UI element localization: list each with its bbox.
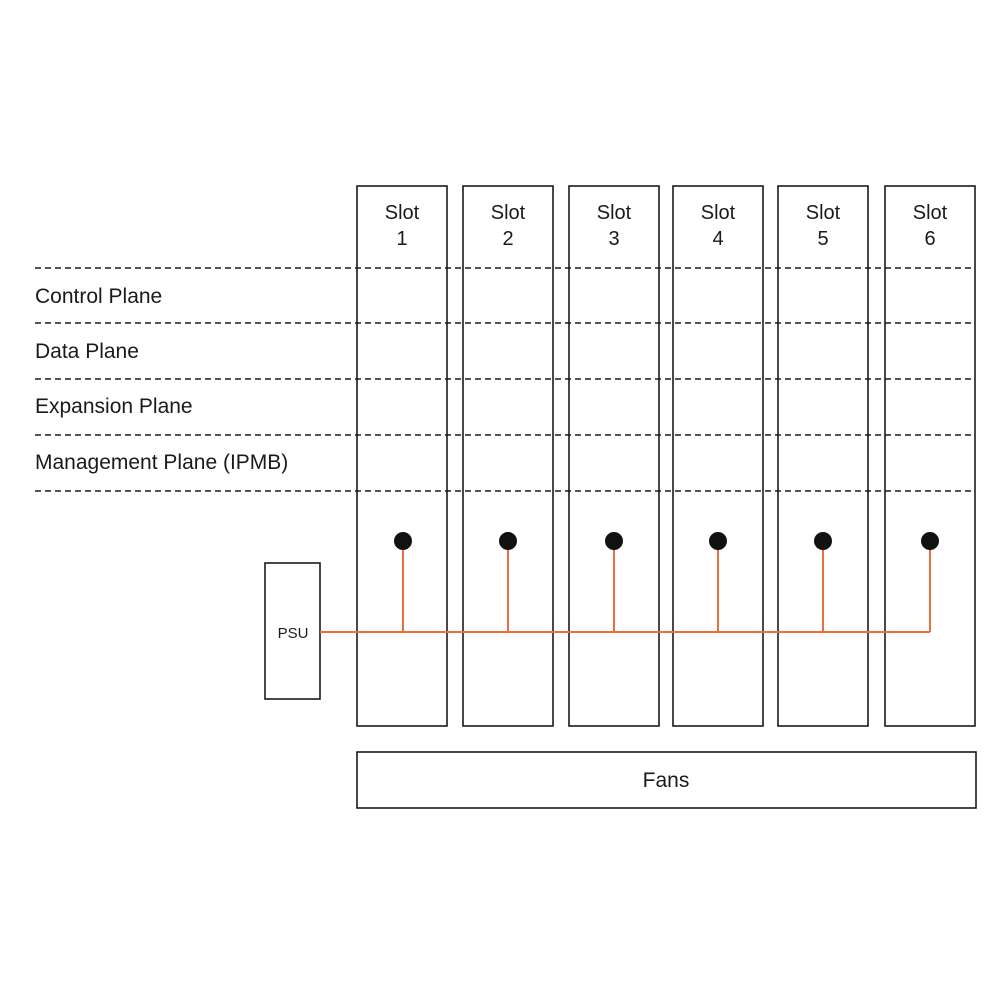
slot-4: Slot 4 — [672, 185, 764, 727]
psu-label: PSU — [278, 625, 309, 642]
slot-box — [777, 185, 869, 727]
power-bus — [320, 532, 939, 633]
power-connector-dot — [921, 532, 939, 550]
slot-word-label: Slot — [491, 202, 526, 224]
fans-label: Fans — [643, 769, 690, 792]
slot-number-label: 2 — [502, 228, 513, 250]
slot-number-label: 5 — [817, 228, 828, 250]
power-connector-dot — [814, 532, 832, 550]
slot-5: Slot 5 — [777, 185, 869, 727]
fans: Fans — [356, 751, 977, 809]
slot-1: Slot 1 — [356, 185, 448, 727]
power-connector-dot — [394, 532, 412, 550]
slot-number-label: 1 — [396, 228, 407, 250]
slot-word-label: Slot — [385, 202, 420, 224]
slot-number-label: 4 — [712, 228, 723, 250]
psu: PSU — [264, 562, 321, 700]
power-connector-dot — [499, 532, 517, 550]
slot-box — [884, 185, 976, 727]
power-connector-dot — [605, 532, 623, 550]
slot-6: Slot 6 — [884, 185, 976, 727]
psu-box — [264, 562, 321, 700]
slot-number-label: 6 — [924, 228, 935, 250]
slot-2: Slot 2 — [462, 185, 554, 727]
slot-word-label: Slot — [806, 202, 841, 224]
control-plane-label: Control Plane — [35, 285, 162, 308]
data-plane-label: Data Plane — [35, 340, 139, 363]
slot-number-label: 3 — [608, 228, 619, 250]
slot-word-label: Slot — [597, 202, 632, 224]
expansion-plane-label: Expansion Plane — [35, 395, 193, 418]
management-plane-label: Management Plane (IPMB) — [35, 451, 288, 474]
slot-word-label: Slot — [701, 202, 736, 224]
fans-box — [356, 751, 977, 809]
slot-word-label: Slot — [913, 202, 948, 224]
slot-box — [356, 185, 448, 727]
slot-box — [462, 185, 554, 727]
slot-box — [568, 185, 660, 727]
power-connector-dot — [709, 532, 727, 550]
slot-box — [672, 185, 764, 727]
slot-3: Slot 3 — [568, 185, 660, 727]
